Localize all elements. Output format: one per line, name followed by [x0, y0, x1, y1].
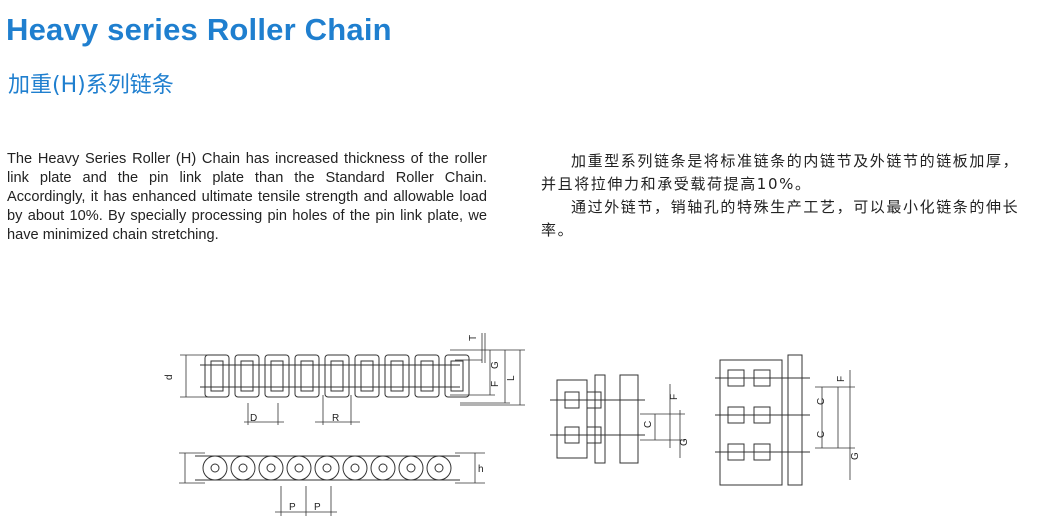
label-l: L	[506, 375, 517, 381]
label-f: F	[490, 381, 501, 387]
description-chinese-paragraph-2: 通过外链节，销轴孔的特殊生产工艺，可以最小化链条的伸长率。	[541, 198, 1020, 239]
label-f-duplex: F	[669, 394, 680, 400]
duplex-chain-cross-view: C F G	[550, 374, 690, 464]
page-subtitle-chinese: 加重(H)系列链条	[8, 73, 174, 98]
label-g: G	[490, 361, 501, 369]
label-c1: C	[816, 398, 827, 405]
label-h: h	[478, 464, 484, 475]
description-chinese-paragraph-1: 加重型系列链条是将标准链条的内链节及外链节的链板加厚，并且将拉伸力和承受载荷提高…	[541, 152, 1020, 193]
label-g-duplex: G	[679, 438, 690, 446]
label-p1: P	[289, 502, 296, 513]
label-r: R	[332, 413, 339, 424]
label-d: d	[164, 374, 175, 380]
page-title: Heavy series Roller Chain	[6, 12, 392, 47]
simplex-chain-side-view: d T G F L D R	[164, 333, 525, 425]
label-D: D	[250, 413, 257, 424]
label-c2: C	[816, 431, 827, 438]
simplex-chain-plate-view: h P P	[179, 452, 485, 516]
label-t: T	[468, 335, 479, 341]
triplex-chain-cross-view: C C F G	[715, 354, 861, 486]
label-f-triplex: F	[836, 376, 847, 382]
description-chinese: 加重型系列链条是将标准链条的内链节及外链节的链板加厚，并且将拉伸力和承受载荷提高…	[541, 150, 1021, 242]
description-english: The Heavy Series Roller (H) Chain has in…	[7, 151, 487, 243]
label-c: C	[643, 421, 654, 428]
label-g-triplex: G	[850, 452, 861, 460]
label-p2: P	[314, 502, 321, 513]
